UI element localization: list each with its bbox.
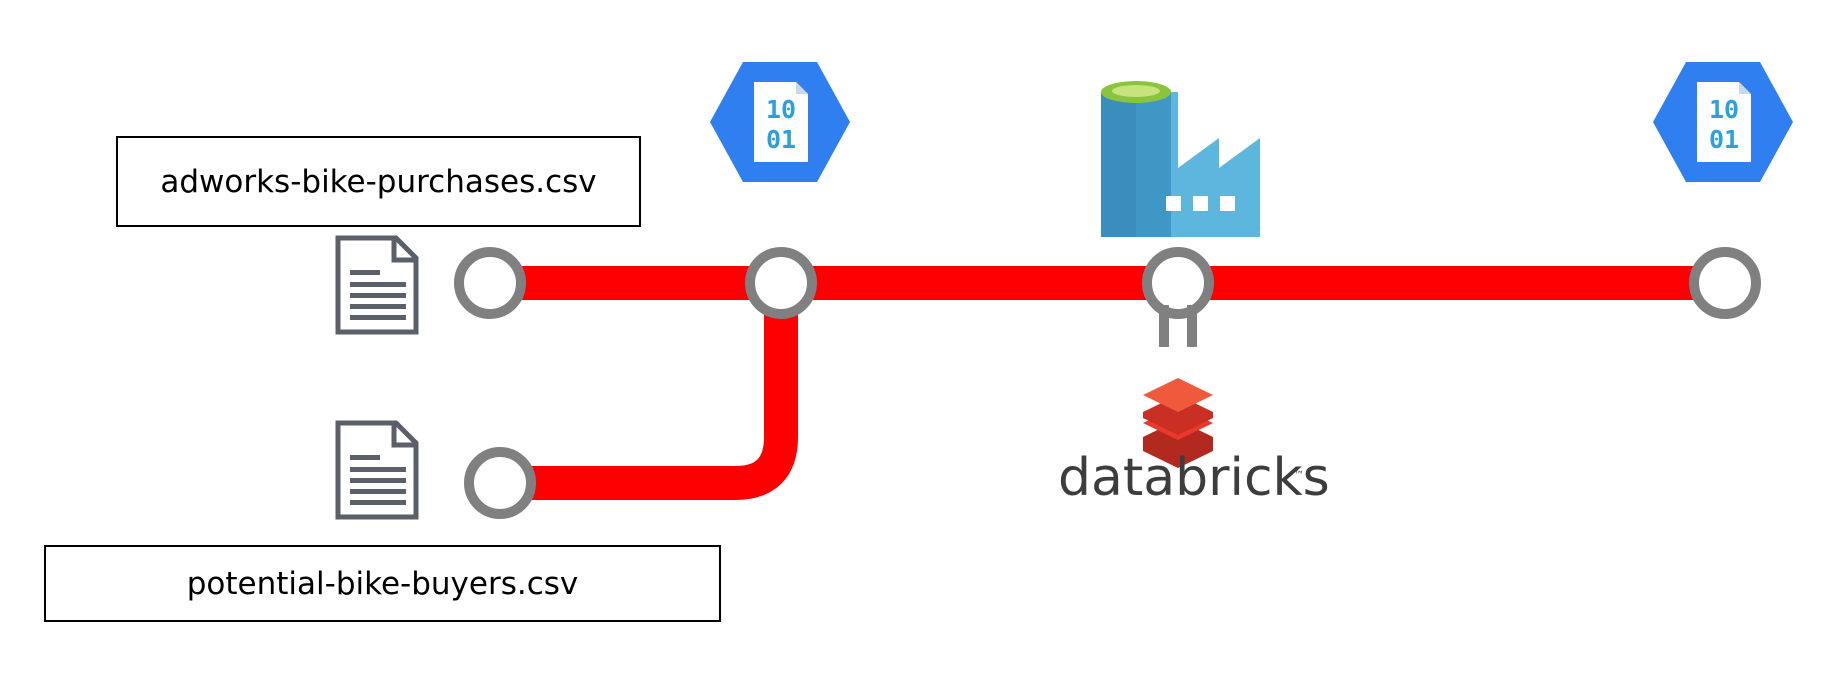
file-label-text: potential-bike-buyers.csv [186, 565, 579, 602]
station-source-1 [454, 247, 526, 319]
blob-storage-icon: 10 01 [1653, 62, 1793, 182]
data-factory-icon [1101, 81, 1260, 237]
storage-bits-top: 10 [766, 95, 796, 124]
station-data-factory [1142, 247, 1214, 347]
pipeline-lines [490, 266, 1725, 500]
pipeline-stations [454, 247, 1761, 519]
blob-storage-icon: 10 01 [710, 62, 850, 182]
station-blob-storage [745, 247, 817, 319]
databricks-wordmark: databricks [1058, 448, 1330, 508]
station-output-storage [1689, 247, 1761, 319]
file-label-text: adworks-bike-purchases.csv [160, 163, 597, 200]
document-icon [335, 235, 419, 335]
databricks-logo: databricks ™ [1058, 378, 1330, 508]
databricks-icon [1143, 378, 1213, 468]
file-label-adworks-bike-purchases: adworks-bike-purchases.csv [116, 136, 641, 227]
document-icon [335, 420, 419, 520]
file-label-potential-bike-buyers: potential-bike-buyers.csv [44, 545, 721, 622]
storage-bits-top: 10 [1709, 95, 1739, 124]
branch-pipeline-line [500, 283, 798, 500]
storage-bits-bottom: 01 [1709, 125, 1739, 154]
station-source-2 [464, 447, 536, 519]
storage-bits-bottom: 01 [766, 125, 796, 154]
databricks-trademark: ™ [1294, 470, 1304, 481]
